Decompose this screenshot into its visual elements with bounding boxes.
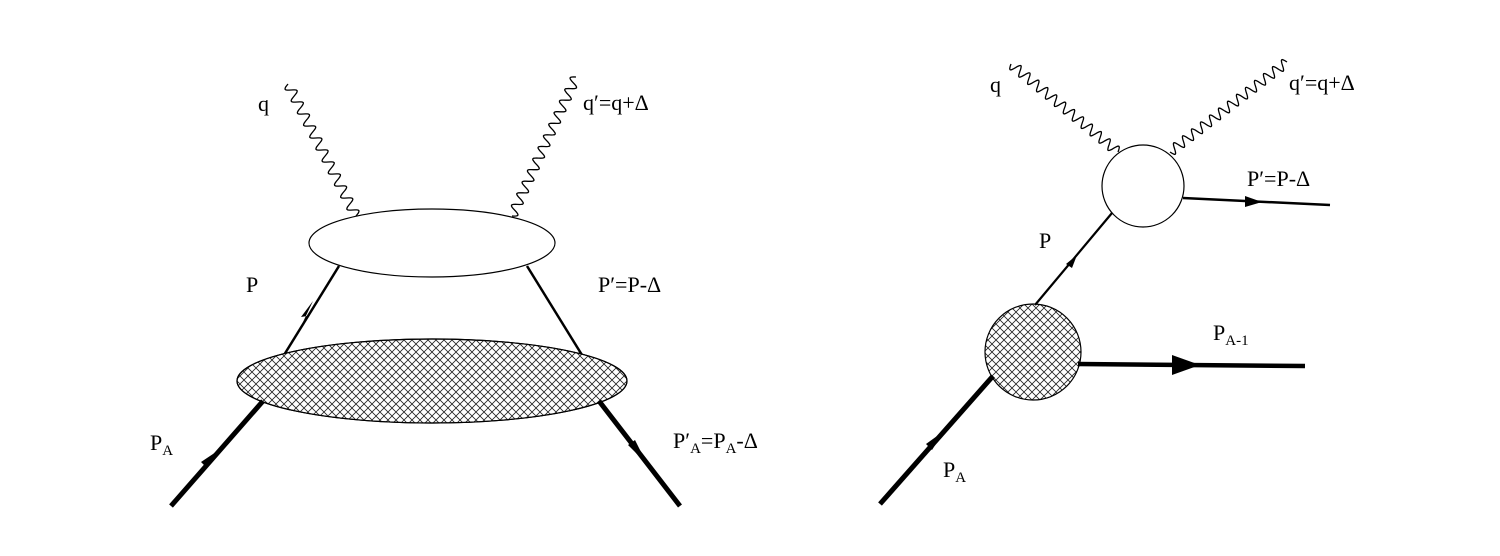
left-nucleus-out-label: P′A=PA-Δ <box>673 428 758 457</box>
spectator-arrow <box>1172 355 1200 375</box>
right-photon-out-label: q′=q+Δ <box>1289 70 1355 95</box>
right-diagram <box>878 58 1331 506</box>
outgoing-parton-arrow <box>1245 196 1262 207</box>
incoming-nucleus-arrow <box>201 448 222 468</box>
incoming-photon-line <box>284 83 360 217</box>
incoming-parton-line <box>282 265 341 356</box>
hard-scattering-blob <box>308 208 556 278</box>
outgoing-photon-line <box>510 76 578 217</box>
parton-arrow <box>1066 255 1077 268</box>
right-parton-label: P <box>1039 228 1052 253</box>
left-parton-out-label: P′=P-Δ <box>598 272 662 297</box>
incoming-photon-line <box>1009 63 1120 153</box>
left-parton-in-label: P <box>246 272 259 297</box>
right-nucleus-in-label: PA <box>943 457 967 486</box>
left-photon-out-label: q′=q+Δ <box>583 90 649 115</box>
left-photon-in-label: q <box>258 91 269 116</box>
hard-scattering-blob <box>1101 144 1185 228</box>
nuclear-blob-hatch <box>236 338 628 424</box>
outgoing-nucleus-arrow <box>628 440 647 464</box>
nuclear-blob <box>984 303 1082 401</box>
incoming-nucleus-arrow <box>926 431 944 450</box>
left-nucleus-in-label: PA <box>150 430 174 459</box>
right-parton-out-label: P′=P-Δ <box>1247 166 1311 191</box>
outgoing-photon-line <box>1169 58 1288 156</box>
left-diagram <box>169 76 682 508</box>
parton-arrow <box>301 301 313 322</box>
right-spectator-label: PA-1 <box>1213 320 1249 349</box>
outgoing-parton-line <box>525 265 584 356</box>
right-photon-in-label: q <box>990 72 1001 97</box>
